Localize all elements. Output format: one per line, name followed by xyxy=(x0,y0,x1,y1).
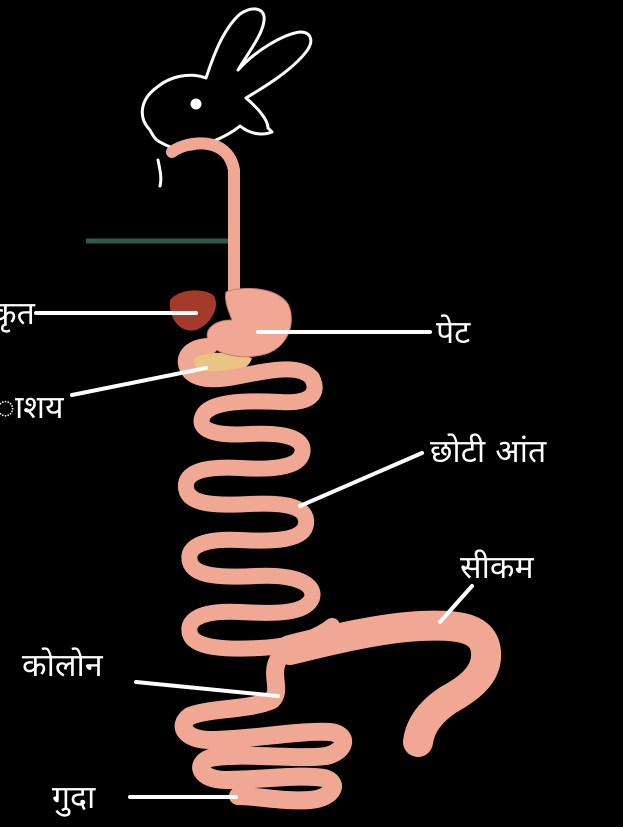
colon-label: कोलोन xyxy=(22,646,104,684)
stomach-label: पेट xyxy=(436,313,471,351)
liver-label: कृत xyxy=(0,294,36,333)
colon-leader xyxy=(136,682,278,696)
colon xyxy=(184,660,344,800)
cecum-label: सीकम xyxy=(460,548,534,586)
gallbladder-label: ाशय xyxy=(0,388,65,426)
liver xyxy=(170,290,216,330)
small-intestine-leader xyxy=(300,453,422,506)
small-intestine-label: छोटी आंत xyxy=(430,432,547,470)
stomach xyxy=(207,288,291,356)
gallbladder-leader xyxy=(72,368,206,395)
esophagus xyxy=(172,143,234,296)
small-intestine xyxy=(186,378,332,649)
anus-label: गुदा xyxy=(52,778,96,817)
